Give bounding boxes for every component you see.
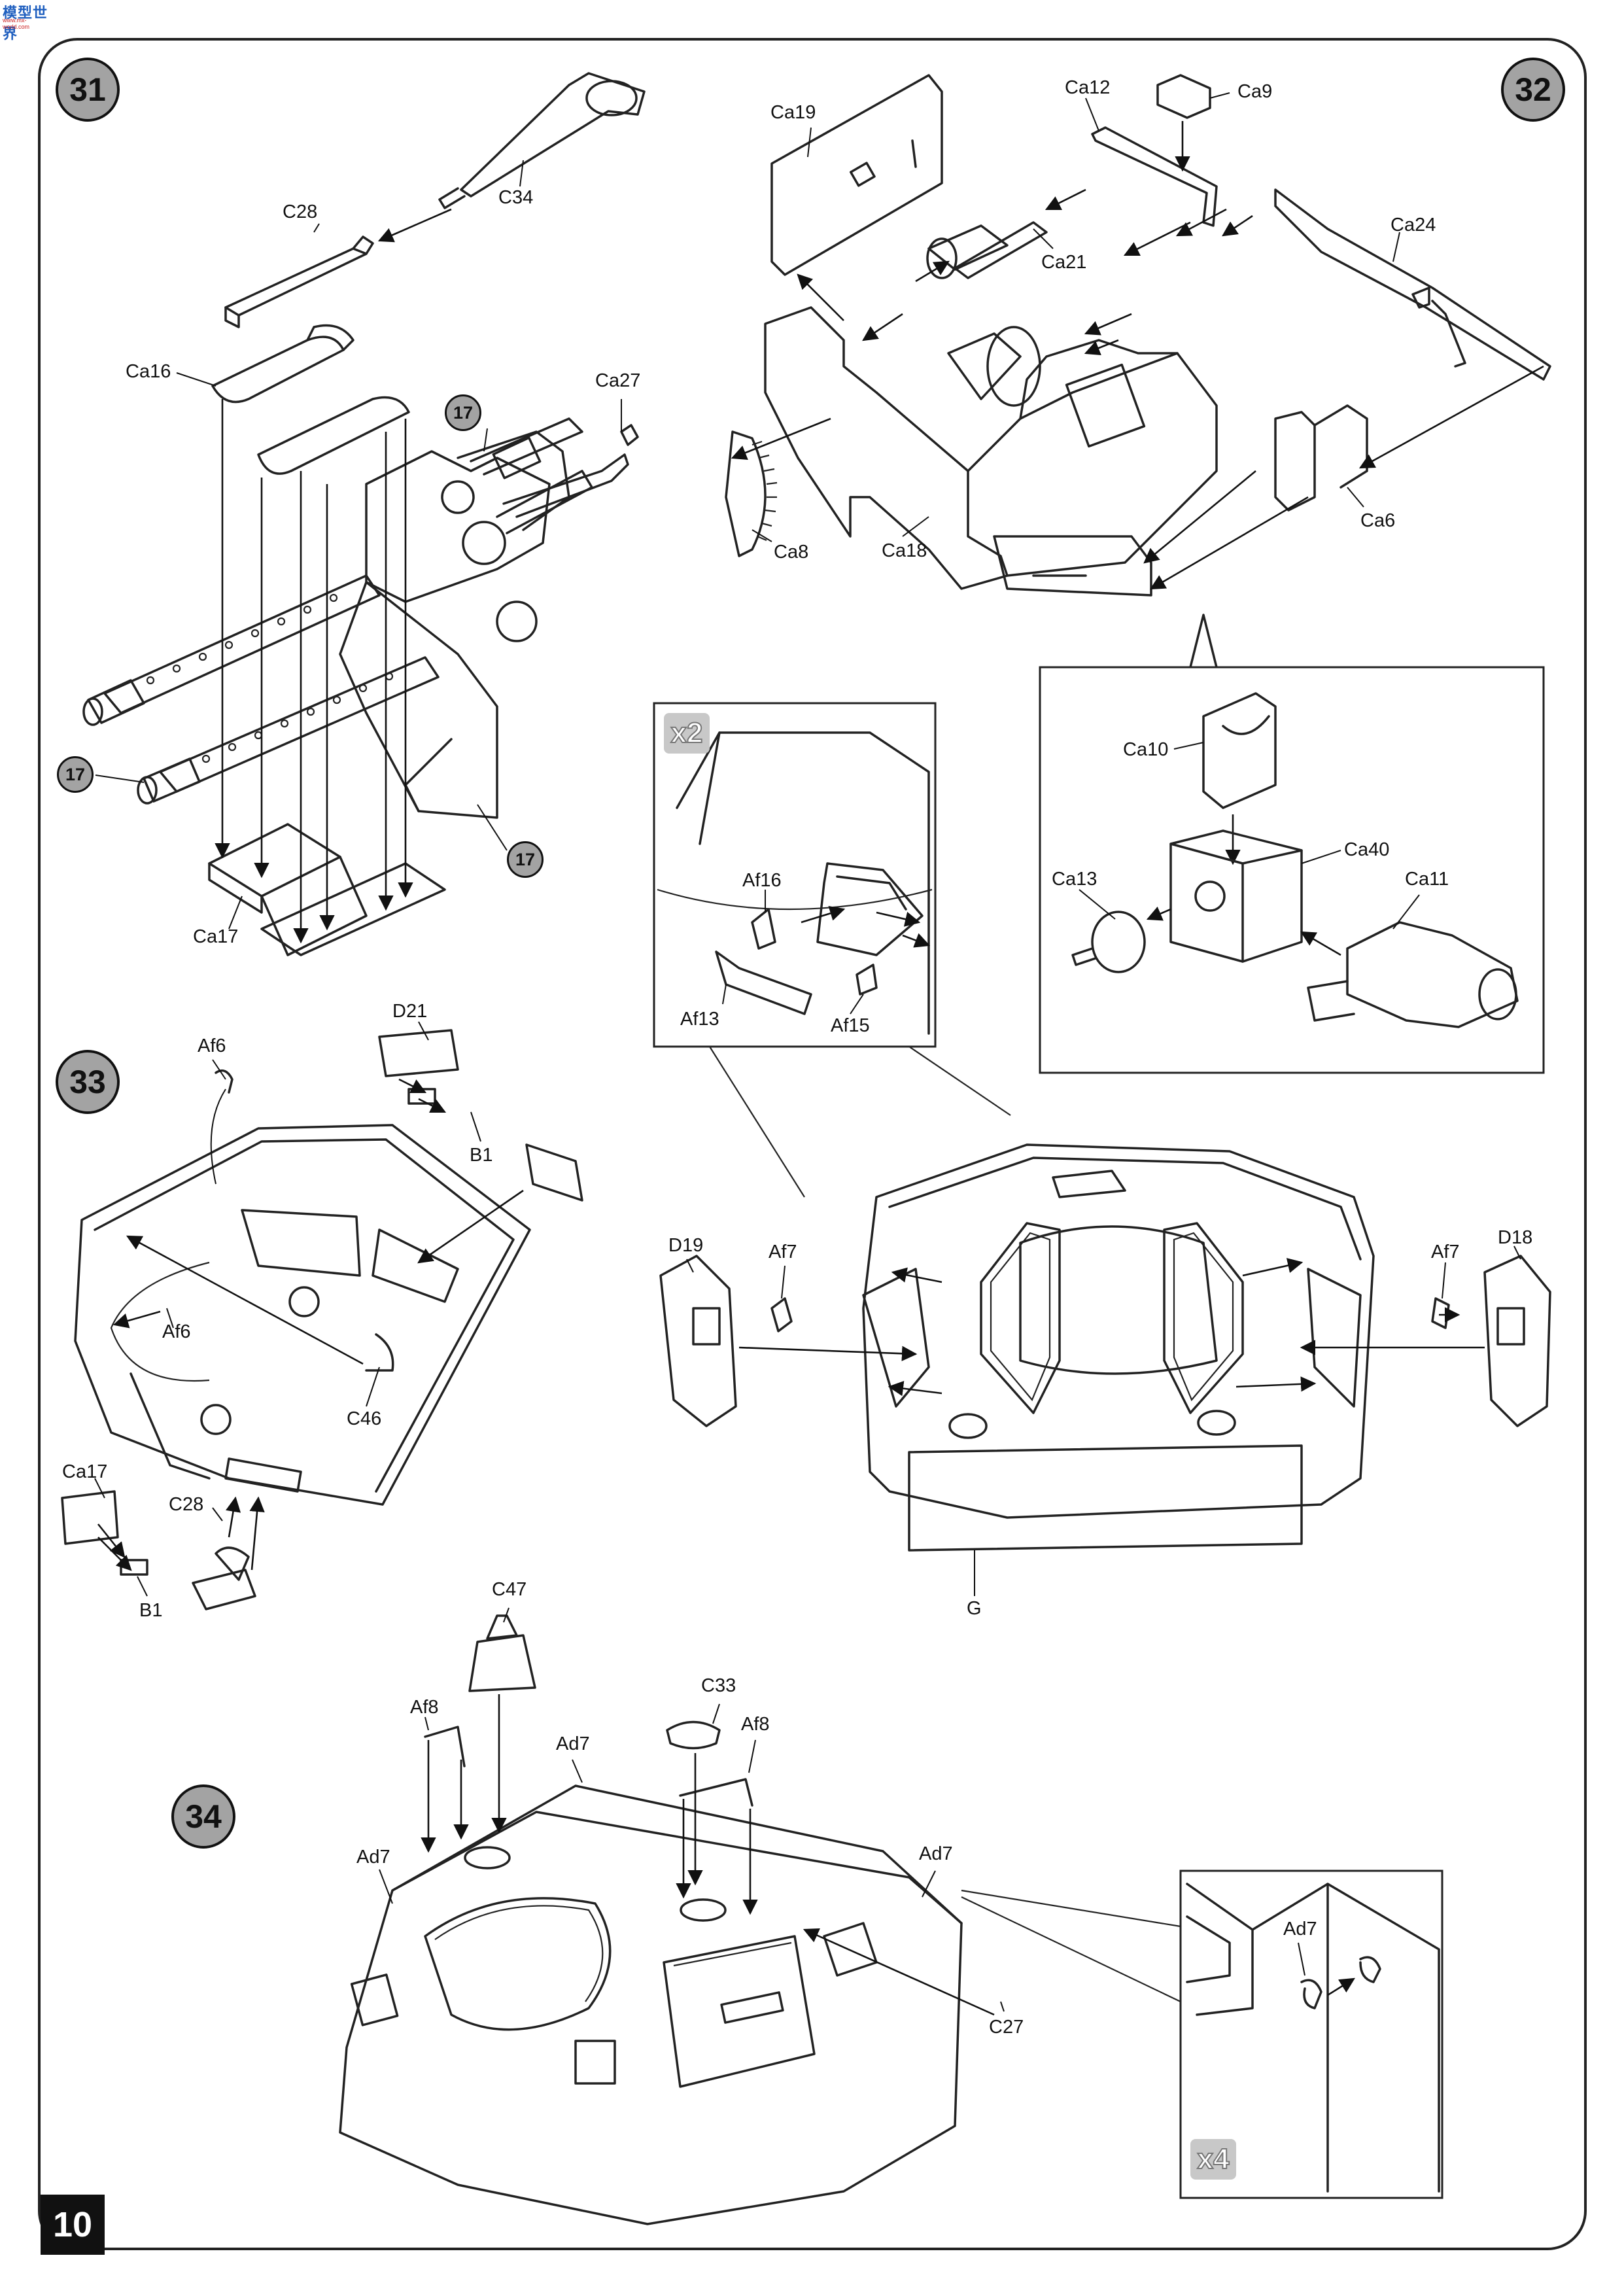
- reference-step-badge: 17: [507, 841, 544, 878]
- part-label: D21: [392, 1001, 428, 1022]
- part-label: D19: [668, 1235, 704, 1256]
- part-label: Ca24: [1391, 215, 1436, 235]
- part-label: Ca21: [1041, 252, 1087, 273]
- reference-step-badge: 17: [445, 394, 481, 431]
- logo-url: www.mx-world.com: [3, 17, 30, 30]
- part-label: Ca40: [1344, 839, 1390, 860]
- step33-drawing: [61, 702, 1551, 1610]
- page-number: 10: [41, 2195, 105, 2255]
- step32-drawing: [725, 74, 1551, 1074]
- part-label: Af16: [742, 870, 782, 891]
- part-label: Af7: [769, 1242, 797, 1262]
- part-label: C46: [347, 1408, 382, 1429]
- step-number-33: 33: [56, 1050, 120, 1114]
- step34-drawing: [339, 1607, 1443, 2225]
- part-label: Af7: [1431, 1242, 1460, 1262]
- page-frame: [38, 38, 1587, 2250]
- part-label: C28: [283, 201, 318, 222]
- step-number-34: 34: [171, 1784, 235, 1849]
- part-label: Af15: [831, 1015, 870, 1036]
- part-label: Ca13: [1052, 869, 1097, 890]
- logo-text: 模型世界: [3, 5, 48, 43]
- part-label: Ca9: [1237, 81, 1273, 102]
- reference-step-badge: 17: [57, 756, 94, 793]
- part-label: Ad7: [356, 1847, 390, 1868]
- part-label: Ca18: [882, 540, 927, 561]
- part-label: B1: [139, 1600, 163, 1621]
- part-label: Ca12: [1065, 77, 1111, 98]
- part-label: Ad7: [919, 1843, 953, 1864]
- step31-drawing: [82, 72, 646, 956]
- part-label: C34: [498, 187, 534, 208]
- part-label: Ad7: [1283, 1919, 1317, 1939]
- part-label: C33: [701, 1675, 736, 1696]
- part-label: Ca6: [1360, 510, 1396, 531]
- part-label: Af13: [680, 1009, 719, 1030]
- step-number-31: 31: [56, 58, 120, 122]
- step-number-32: 32: [1501, 58, 1565, 122]
- part-label: Ca19: [770, 102, 816, 123]
- quantity-multiplier: x4: [1190, 2139, 1236, 2180]
- part-label: Af8: [410, 1697, 439, 1718]
- part-label: Af6: [198, 1035, 226, 1056]
- part-label: C47: [492, 1579, 527, 1600]
- part-label: Ca10: [1123, 739, 1169, 760]
- part-label: C28: [169, 1494, 204, 1515]
- part-label: Ad7: [556, 1733, 590, 1754]
- part-label: Ca17: [62, 1461, 108, 1482]
- part-label: B1: [470, 1145, 493, 1166]
- part-label: Ca17: [193, 926, 239, 947]
- quantity-multiplier: x2: [664, 713, 710, 754]
- part-label: Ca8: [774, 542, 809, 563]
- part-label: G: [967, 1598, 982, 1619]
- part-label: Ca16: [126, 361, 171, 382]
- part-label: D18: [1498, 1227, 1533, 1248]
- part-label: Af8: [741, 1714, 770, 1735]
- publisher-logo: 模型世界 www.mx-world.com: [0, 0, 52, 43]
- part-label: C27: [989, 2017, 1024, 2038]
- part-label: Af6: [162, 1321, 191, 1342]
- part-label: Ca27: [595, 370, 641, 391]
- part-label: Ca11: [1405, 869, 1449, 890]
